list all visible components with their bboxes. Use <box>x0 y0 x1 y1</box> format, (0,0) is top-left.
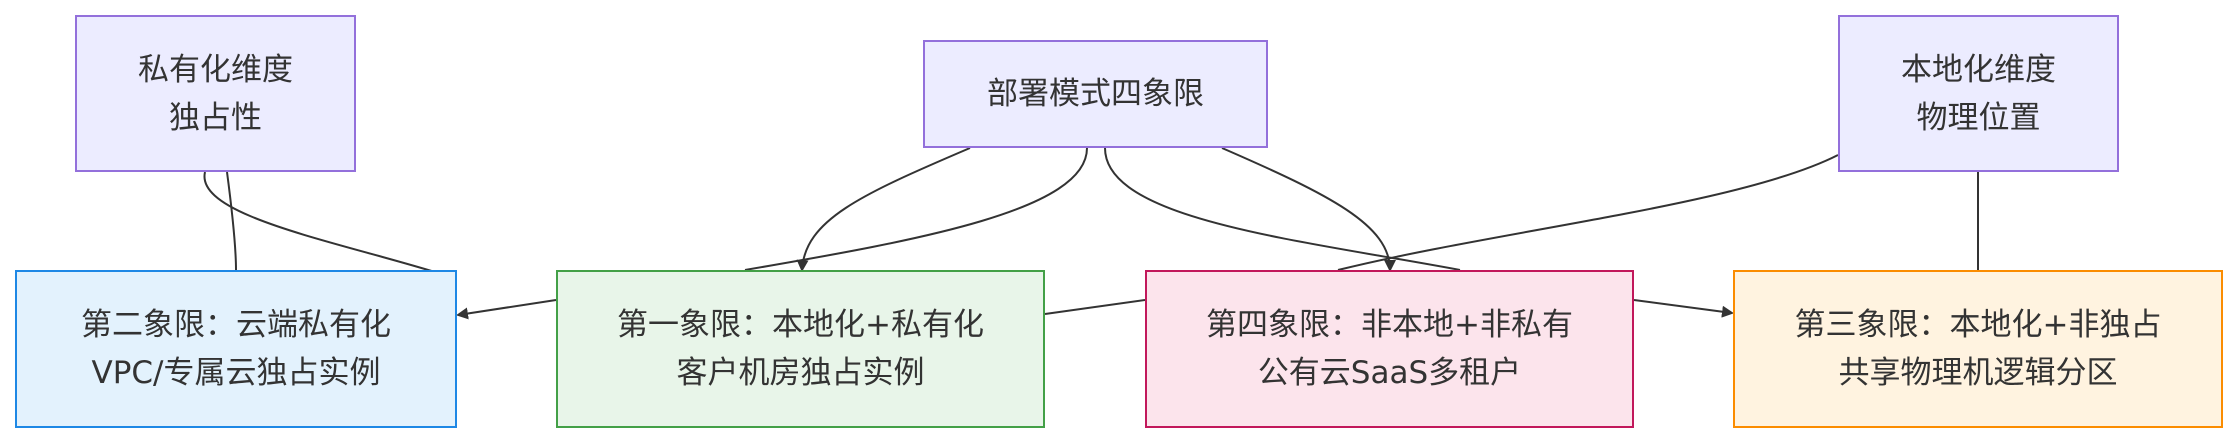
node-line: 公有云SaaS多租户 <box>1257 355 1522 391</box>
node-line: 物理位置 <box>1916 99 2041 136</box>
node-line: 本地化维度 <box>1901 51 2056 88</box>
edge-center-to-q1-a <box>796 147 971 272</box>
edge-private-to-q1 <box>203 171 436 273</box>
edge-private-to-q2 <box>226 171 237 271</box>
node-line: 第四象限：非本地+非私有 <box>1206 307 1573 343</box>
edge-local-to-q4 <box>1337 154 1839 271</box>
node-line: 客户机房独占实例 <box>676 355 925 391</box>
edge-center-to-q4-b <box>1221 147 1396 272</box>
node-line: 部署模式四象限 <box>987 76 1204 112</box>
edge-q4-to-q3 <box>1633 299 1734 318</box>
node-line: VPC/专属云独占实例 <box>91 355 381 391</box>
quadrant4-node: 第四象限：非本地+非私有 公有云SaaS多租户 <box>1145 270 1634 428</box>
private-dimension-node: 私有化维度 独占性 <box>75 15 356 172</box>
edge-center-to-q2 <box>744 147 1088 271</box>
quadrant2-node: 第二象限：云端私有化 VPC/专属云独占实例 <box>15 270 457 428</box>
node-line: 第二象限：云端私有化 <box>81 307 391 343</box>
edge-q1-to-q2 <box>456 299 557 320</box>
quadrant3-node: 第三象限：本地化+非独占 共享物理机逻辑分区 <box>1733 270 2223 428</box>
center-node: 部署模式四象限 <box>923 40 1268 148</box>
node-line: 第一象限：本地化+私有化 <box>617 307 984 343</box>
node-line: 私有化维度 <box>138 51 293 88</box>
local-dimension-node: 本地化维度 物理位置 <box>1838 15 2119 172</box>
edge-center-to-q4-a <box>1104 147 1461 271</box>
node-line: 共享物理机逻辑分区 <box>1838 355 2118 391</box>
quadrant1-node: 第一象限：本地化+私有化 客户机房独占实例 <box>556 270 1045 428</box>
node-line: 第三象限：本地化+非独占 <box>1794 307 2162 343</box>
node-line: 独占性 <box>169 99 262 136</box>
edge-q1-to-q4 <box>1044 299 1146 315</box>
